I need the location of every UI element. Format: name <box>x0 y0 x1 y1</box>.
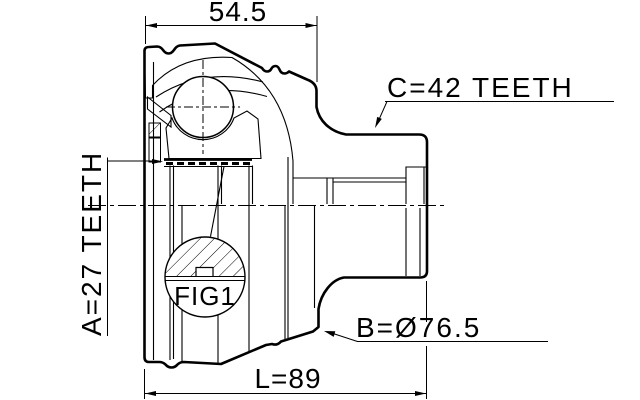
dim-top-width-label: 54.5 <box>209 0 268 27</box>
dim-overall-length: L=89 <box>144 281 427 399</box>
cv-joint-outline <box>143 42 429 369</box>
arrowhead <box>152 159 163 164</box>
figure-label: FIG1 <box>174 281 236 311</box>
detail-tooth-profile <box>195 266 214 277</box>
circlip-section <box>148 122 161 163</box>
inner-spline-band <box>164 158 252 168</box>
callout-body-diameter: B=Ø76.5 <box>324 312 548 343</box>
inner-race-section <box>165 110 262 160</box>
arrowhead <box>305 23 317 28</box>
label-outer-spline: C=42 TEETH <box>387 72 574 103</box>
callout-inner-spline: A=27 TEETH <box>76 151 163 336</box>
arrowhead <box>415 391 426 396</box>
detail-leader-line <box>209 166 225 237</box>
label-body-diameter: B=Ø76.5 <box>356 312 481 343</box>
arrowhead <box>146 23 157 28</box>
label-inner-spline: A=27 TEETH <box>76 151 107 336</box>
dim-overall-length-label: L=89 <box>254 363 321 394</box>
callout-outer-spline: C=42 TEETH <box>375 72 614 128</box>
arrowhead <box>324 331 336 337</box>
detail-circle: FIG1 <box>164 166 246 318</box>
arrowhead <box>375 116 382 128</box>
bearing-ball <box>166 60 240 154</box>
arrowhead <box>145 391 156 396</box>
dim-top-width: 54.5 <box>145 0 318 82</box>
